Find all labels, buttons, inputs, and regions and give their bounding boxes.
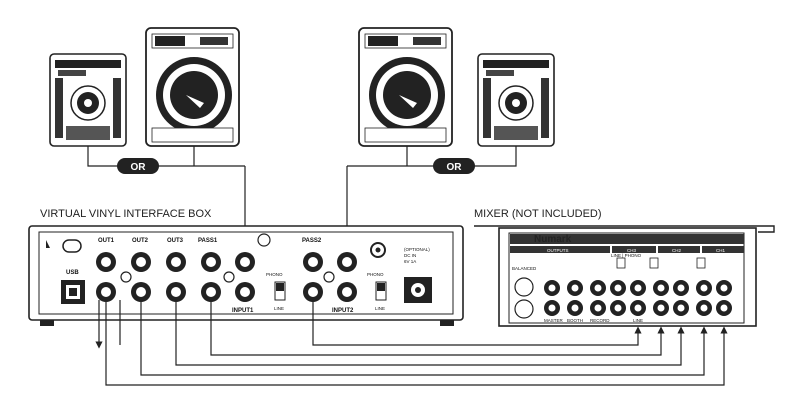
mixer-channel-jacks	[610, 257, 732, 316]
mixer-line-phono-label: LINE | PHONO	[611, 253, 642, 258]
cd-player-left	[49, 53, 127, 147]
or-badge-right: OR	[433, 158, 475, 174]
rca-jacks-top	[96, 252, 357, 272]
ground-screw-2	[223, 271, 235, 283]
routing-wires	[95, 300, 728, 386]
usb-label: USB	[66, 270, 79, 276]
rca-jacks-bottom	[96, 282, 357, 302]
or-label-left: OR	[131, 162, 147, 173]
input2-label: INPUT2	[332, 308, 354, 314]
interface-box: USB OUT1 OUT2 OUT3 PASS1 PASS2	[28, 225, 464, 326]
or-label-right: OR	[447, 162, 463, 173]
interface-box-title: VIRTUAL VINYL INTERFACE BOX	[40, 208, 212, 220]
ground-screw-1	[120, 271, 132, 283]
source-wires	[87, 146, 517, 244]
mixer-ch3-label: CH3	[627, 248, 636, 253]
mixer-outputs-label: OUTPUTS	[547, 248, 569, 253]
input1-label: INPUT1	[232, 308, 254, 314]
phono2-label: PHONO	[367, 272, 384, 277]
mixer-ch2-label: CH2	[672, 248, 681, 253]
pass1-label: PASS1	[198, 238, 218, 244]
out2-label: OUT2	[132, 238, 149, 244]
out3-label: OUT3	[167, 238, 184, 244]
mixer-line-label: LINE	[633, 318, 643, 323]
mixer: Numark OUTPUTS BALANCED MASTER BOOTH REC…	[474, 225, 775, 327]
lock-slot	[62, 239, 82, 253]
line1-label: LINE	[274, 306, 284, 311]
line2-label: LINE	[375, 306, 385, 311]
or-badge-left: OR	[117, 158, 159, 174]
mixer-master-label: MASTER	[544, 318, 564, 323]
mixer-record-label: RECORD	[590, 318, 610, 323]
ground-screw-3	[323, 271, 335, 283]
phono1-label: PHONO	[266, 272, 283, 277]
lock-icon	[46, 240, 50, 248]
turntable-right	[358, 27, 453, 147]
pass2-label: PASS2	[302, 238, 322, 244]
ground-screw-top	[257, 233, 271, 247]
turntable-left	[145, 27, 240, 147]
mixer-ch1-label: CH1	[716, 248, 725, 253]
mixer-brand: Numark	[534, 234, 572, 245]
mixer-booth-label: BOOTH	[567, 318, 583, 323]
out1-label: OUT1	[98, 238, 115, 244]
cd-player-right	[477, 53, 555, 147]
mixer-title: MIXER (NOT INCLUDED)	[474, 208, 602, 220]
mixer-output-jacks	[544, 280, 606, 316]
mixer-balanced-label: BALANCED	[512, 266, 537, 271]
